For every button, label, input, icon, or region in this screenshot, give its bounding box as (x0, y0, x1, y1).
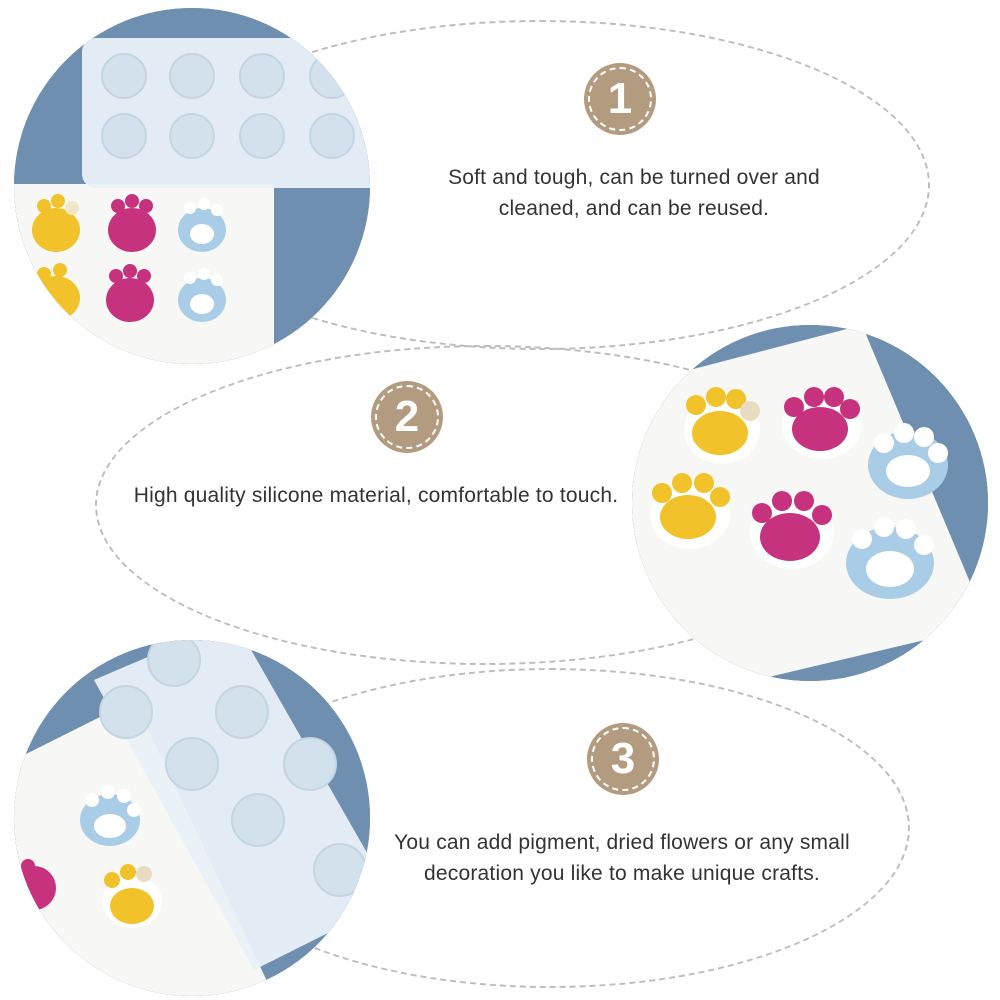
step-number-2: 2 (394, 392, 420, 441)
product-photo-1 (14, 8, 370, 364)
paw-candies-illustration (632, 325, 988, 681)
step-badge-1: 1 (584, 63, 656, 135)
feature-text-2: High quality silicone material, comforta… (133, 484, 619, 507)
step-number-1: 1 (607, 74, 633, 123)
step-badge-2: 2 (371, 381, 443, 453)
product-photo-2 (632, 325, 988, 681)
feature-text-3: You can add pigment, dried flowers or an… (394, 831, 850, 885)
mold-tray-illustration (14, 8, 370, 364)
product-photo-3 (14, 640, 370, 996)
step-number-3: 3 (610, 734, 636, 783)
feature-text-1: Soft and tough, can be turned over and c… (448, 166, 820, 220)
diagonal-mold-illustration (14, 640, 370, 996)
step-badge-3: 3 (587, 723, 659, 795)
